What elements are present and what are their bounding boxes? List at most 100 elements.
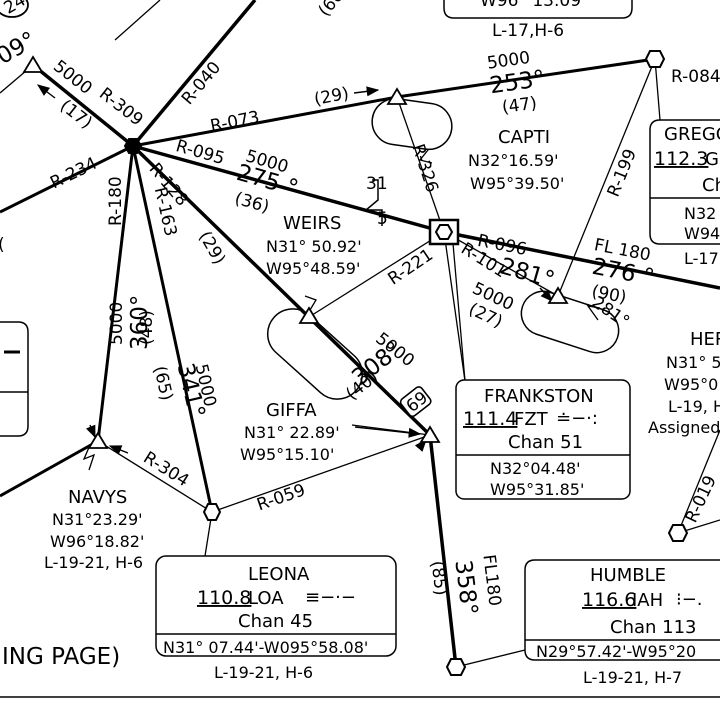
her-lat: N31° 5 [666, 353, 720, 372]
label-r073: R-073 [209, 107, 262, 136]
east-vortac-icon[interactable] [667, 524, 689, 542]
airway-r101[interactable] [443, 231, 466, 382]
weirs-lon: W95°48.59' [266, 259, 360, 278]
frankston-vortac-icon[interactable] [428, 218, 460, 246]
gregg-freq: 112.3 [654, 148, 708, 170]
label-mark-5: 5 [377, 209, 388, 229]
frankston-hold-triangle-icon[interactable] [547, 286, 569, 304]
leona-charts: L-19-21, H-6 [214, 663, 313, 682]
airway-r059[interactable] [211, 434, 431, 513]
airway-r309[interactable] [31, 63, 135, 148]
weirs-triangle-icon[interactable] [298, 306, 320, 324]
label-r059: R-059 [254, 480, 308, 515]
navys-lon: W96°18.82' [50, 532, 144, 551]
frankston-lon: W95°31.85' [490, 480, 584, 499]
capti-triangle-icon[interactable] [386, 87, 408, 105]
giffa-lon: W95°15.10' [240, 445, 334, 464]
label-navys-alt: 5000 [107, 302, 127, 345]
navys-triangle-icon[interactable] [87, 431, 109, 449]
airway-r095[interactable] [132, 144, 445, 234]
hold-frankston [520, 290, 620, 354]
airway-r073[interactable] [132, 95, 398, 148]
label-r180: R-180 [106, 176, 126, 226]
airway-r180[interactable] [96, 145, 135, 442]
label-capti-dist: (47) [501, 93, 538, 118]
leona-name: LEONA [248, 564, 310, 585]
label-r019: R-019 [682, 473, 720, 527]
frankston-freq: 111.4 [463, 408, 517, 430]
giffa-lat: N31° 22.89' [244, 423, 340, 442]
frankston-box[interactable]: FRANKSTON 111.4 FZT ≐−·: Chan 51 N32°04.… [455, 379, 631, 500]
footer-continued: ING PAGE) [2, 644, 120, 670]
fix-symbols [22, 55, 569, 449]
label-mark-31: 31 [366, 174, 388, 194]
airway-navys-west[interactable] [0, 439, 99, 498]
airway-r199[interactable] [557, 58, 656, 297]
humble-box[interactable]: HUMBLE 116.6 IAH ⁝−. Chan 113 N29°57.42'… [524, 559, 720, 687]
frankston-ident: FZT [514, 409, 549, 430]
gregg-box[interactable]: GREGG 112.3 G Ch N32 W94 L-17 [649, 119, 720, 268]
airway-r101-hold[interactable] [443, 231, 559, 297]
label-navys-dist: (48) [137, 310, 157, 345]
gregg-vortac-icon[interactable] [644, 50, 666, 68]
left-partial-triangle-icon[interactable] [22, 55, 44, 73]
label-fl180-b: FL180 [478, 553, 504, 607]
leona-box[interactable]: LEONA 110.8 LOA ≡−·− Chan 45 N31° 07.44'… [155, 555, 397, 682]
her-charts: L-19, H [668, 397, 720, 416]
airway-top-partial [114, 0, 161, 41]
airway-r128[interactable] [131, 144, 432, 437]
frankston-name: FRANKSTON [484, 386, 594, 407]
humble-name: HUMBLE [590, 565, 666, 586]
label-r326: R-326 [408, 142, 442, 195]
vortac-west-icon[interactable] [123, 138, 143, 154]
her-lon: W95°0 [664, 375, 718, 394]
her-note: Assigned [648, 418, 720, 437]
airway-r096[interactable] [443, 230, 720, 290]
label-leona-dist: (65) [149, 364, 176, 403]
capti-lat: N32°16.59' [468, 151, 559, 170]
airway-r040[interactable] [131, 0, 257, 148]
giffa-triangle-icon[interactable] [419, 425, 441, 443]
airway-r019[interactable] [677, 429, 720, 534]
leona-coords: N31° 07.44'-W095°58.08' [163, 638, 368, 657]
weirs-lat: N31° 50.92' [266, 237, 362, 256]
label-navys-course: 360° [127, 295, 153, 350]
top-box-charts: L-17,H-6 [492, 21, 564, 41]
airway-r326[interactable] [396, 96, 445, 233]
humble-charts: L-19-21, H-7 [583, 668, 682, 687]
airway-r221[interactable] [308, 231, 445, 318]
airway-fl180[interactable] [428, 434, 458, 668]
giffa-name: GIFFA [266, 400, 317, 421]
label-r309-dist: (17) [56, 96, 96, 133]
humble-vortac-icon[interactable] [445, 658, 467, 676]
leona-freq: 110.8 [197, 587, 251, 609]
label-r199: R-199 [604, 146, 641, 200]
airway-humble-link[interactable] [455, 649, 526, 668]
humble-morse-icon: ⁝−. [676, 589, 703, 610]
airway-capti-gregg[interactable] [396, 57, 656, 99]
airway-r163[interactable] [131, 145, 214, 513]
airway-lines [0, 0, 720, 668]
frankston-chan: Chan 51 [508, 432, 583, 453]
capti-name: CAPTI [498, 127, 550, 148]
label-fl180-b-course: 358° [449, 559, 482, 617]
capti-lon: W95°39.50' [470, 174, 564, 193]
frankston-morse-icon: ≐−·: [556, 408, 598, 429]
label-r309-alt: 5000 [49, 56, 95, 98]
leona-ident: LOA [248, 588, 284, 609]
airway-r234[interactable] [0, 144, 134, 214]
giffa-mea-badge: 69 [399, 386, 432, 418]
footer: ING PAGE) [0, 644, 720, 698]
far-left-paren: ( [0, 235, 5, 255]
humble-ident: IAH [632, 590, 663, 611]
humble-chan: Chan 113 [610, 617, 697, 638]
gregg-name: GREGG [664, 124, 720, 145]
airway-gregg-down[interactable] [654, 58, 661, 121]
label-r084: R-084 [671, 67, 720, 87]
hold-weirs [266, 308, 364, 400]
gregg-ident: G [705, 149, 719, 170]
label-r234: R-234 [47, 154, 100, 194]
leona-vortac-icon[interactable] [202, 503, 222, 521]
navys-charts: L-19-21, H-6 [44, 553, 143, 572]
